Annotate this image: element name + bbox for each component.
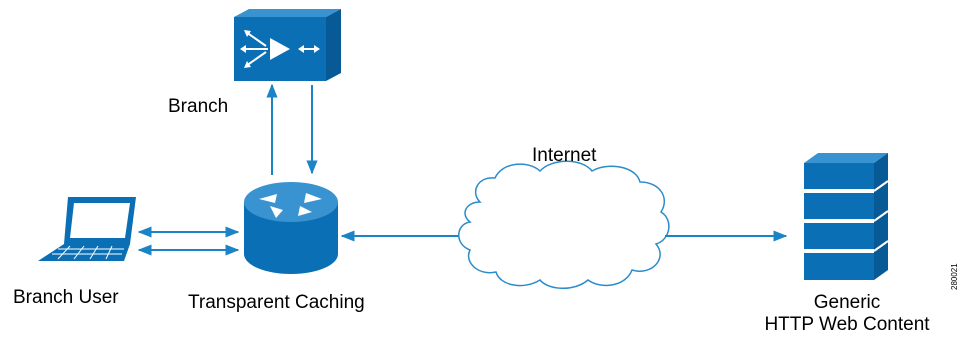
figure-id: 280021 [950,263,959,290]
router-icon [244,182,338,274]
internet-label: Internet [532,145,597,166]
server-label-line2: HTTP Web Content [764,314,930,335]
transparent-caching-label: Transparent Caching [188,292,365,313]
internet-cloud-icon [458,160,670,289]
laptop-icon [38,197,136,261]
branch-label: Branch [168,96,229,117]
branch-user-label: Branch User [13,287,119,308]
server-stack-icon [804,153,889,280]
server-label-line1: Generic [813,292,881,313]
branch-appliance-icon [234,9,341,81]
